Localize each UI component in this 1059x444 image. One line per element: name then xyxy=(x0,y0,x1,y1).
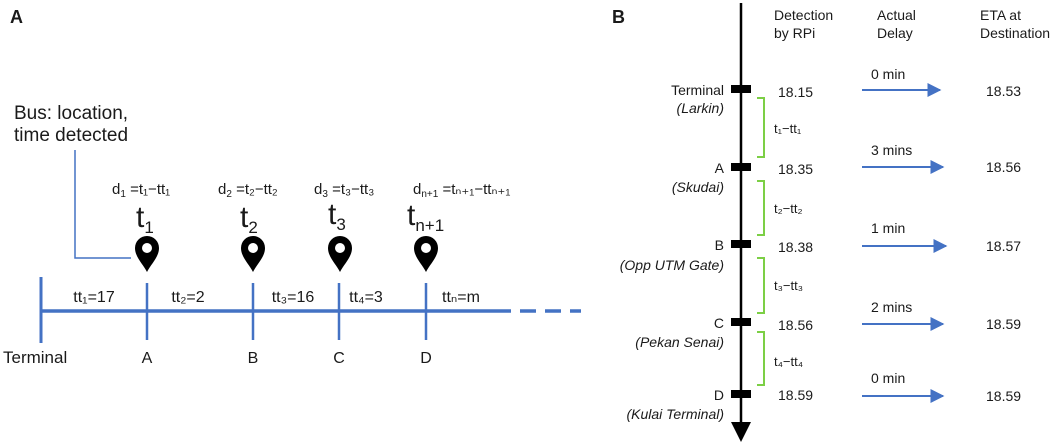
delay-equation-2: d2 =t₂−tt₂ xyxy=(218,181,278,200)
delay-equation-n: dn+1 =tₙ₊₁−ttₙ₊₁ xyxy=(413,181,510,200)
header-detection-1: Detection xyxy=(774,7,833,23)
eta-value-b: 18.57 xyxy=(986,238,1021,254)
segment-label-2: tt₂=2 xyxy=(171,289,204,306)
delay-equation-3: d3 =t₃−tt₃ xyxy=(314,181,374,200)
delay-label-c: 2 mins xyxy=(871,299,912,315)
station-label-a: A xyxy=(142,350,153,367)
panel-b-label: B xyxy=(612,7,625,27)
delay-equation-1: d1 =t₁−tt₁ xyxy=(112,181,170,200)
stop-name-b: (Opp UTM Gate) xyxy=(620,257,724,273)
stop-marker-b xyxy=(731,240,751,248)
stop-name-terminal: (Larkin) xyxy=(677,100,724,116)
callout-line-1: Bus: location, xyxy=(14,103,128,124)
header-detection-2: by RPi xyxy=(774,25,815,41)
stop-code-d: D xyxy=(714,387,724,403)
segment-label-1: tt₁=17 xyxy=(73,289,115,306)
stop-code-b: B xyxy=(715,237,724,253)
panel-a: A Bus: location, time detected tt₁=17 tt… xyxy=(3,7,581,367)
interval-label-1: t₁−tt₁ xyxy=(774,121,802,136)
callout-line-2: time detected xyxy=(14,125,128,146)
interval-label-4: t₄−tt₄ xyxy=(774,354,803,369)
stop-marker-c xyxy=(731,318,751,326)
station-label-b: B xyxy=(248,350,259,367)
panel-b: B Detection by RPi Actual Delay ETA at D… xyxy=(612,3,1050,442)
panel-a-label: A xyxy=(10,7,23,27)
segment-label-3: tt₃=16 xyxy=(272,289,315,306)
stop-marker-terminal xyxy=(731,85,751,93)
interval-label-2: t₂−tt₂ xyxy=(774,201,803,216)
stop-code-terminal: Terminal xyxy=(671,82,724,98)
time-label-1: t1 xyxy=(136,201,154,237)
stop-code-c: C xyxy=(714,315,724,331)
time-label-2: t2 xyxy=(240,201,258,237)
eta-value-c: 18.59 xyxy=(986,316,1021,332)
station-label-c: C xyxy=(333,350,345,367)
interval-label-3: t₃−tt₃ xyxy=(774,278,803,293)
stop-name-c: (Pekan Senai) xyxy=(635,334,724,350)
callout-leader-line xyxy=(74,150,131,259)
detection-time-a: 18.35 xyxy=(778,161,813,177)
detection-time-b: 18.38 xyxy=(778,239,813,255)
station-label-d: D xyxy=(420,350,432,367)
stop-name-d: (Kulai Terminal) xyxy=(626,406,724,422)
stop-marker-a xyxy=(731,163,751,171)
eta-value-terminal: 18.53 xyxy=(986,83,1021,99)
station-label-terminal: Terminal xyxy=(3,348,67,367)
delay-label-b: 1 min xyxy=(871,220,905,236)
detection-time-c: 18.56 xyxy=(778,317,813,333)
map-pin-icon xyxy=(328,236,352,272)
stop-code-a: A xyxy=(715,160,725,176)
interval-brace-3 xyxy=(757,257,765,314)
map-pin-icon xyxy=(241,236,265,272)
header-eta-1: ETA at xyxy=(980,7,1021,23)
interval-brace-4 xyxy=(757,331,765,386)
map-pin-icon xyxy=(414,236,438,272)
interval-brace-1 xyxy=(757,97,765,158)
map-pin-icon xyxy=(135,236,159,272)
delay-label-d: 0 min xyxy=(871,370,905,386)
segment-label-4: tt₄=3 xyxy=(349,289,383,306)
delay-label-a: 3 mins xyxy=(871,142,912,158)
time-label-3: t3 xyxy=(328,198,346,234)
header-eta-2: Destination xyxy=(980,25,1050,41)
eta-value-a: 18.56 xyxy=(986,159,1021,175)
header-delay-1: Actual xyxy=(877,7,916,23)
delay-label-terminal: 0 min xyxy=(871,66,905,82)
stop-marker-d xyxy=(731,390,751,398)
header-delay-2: Delay xyxy=(877,25,913,41)
detection-time-terminal: 18.15 xyxy=(778,84,813,100)
time-label-n: tn+1 xyxy=(407,199,444,235)
eta-value-d: 18.59 xyxy=(986,388,1021,404)
segment-label-n: ttₙ=m xyxy=(442,289,480,306)
interval-brace-2 xyxy=(757,180,765,236)
stop-name-a: (Skudai) xyxy=(672,179,724,195)
detection-time-d: 18.59 xyxy=(778,387,813,403)
